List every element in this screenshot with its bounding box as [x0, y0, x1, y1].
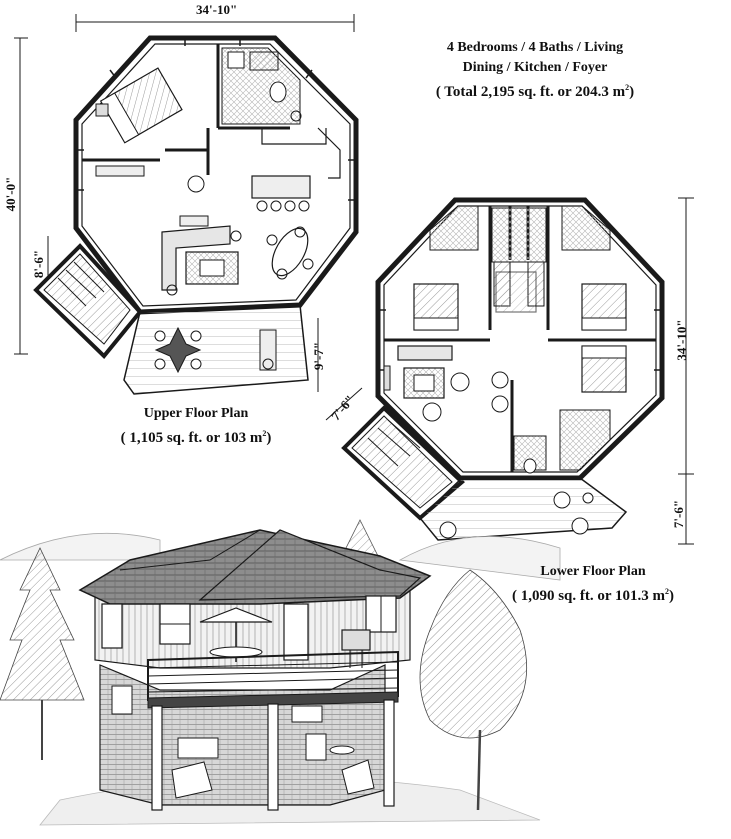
plan-summary: 4 Bedrooms / 4 Baths / Living Dining / K… — [395, 38, 675, 102]
house-rendering — [0, 519, 561, 826]
upper-plan-title-text: Upper Floor Plan — [143, 406, 249, 421]
upper-height-dimension: 40'-0" — [3, 176, 18, 212]
lower-plan-area: ( 1,090 sq. ft. or 101.3 m2) — [511, 587, 675, 604]
upper-plan-area: ( 1,105 sq. ft. or 103 m2) — [120, 429, 272, 446]
lower-plan-title-text: Lower Floor Plan — [540, 564, 646, 579]
lower-height-dimension: 34'-10" — [674, 319, 689, 361]
summary-line-rooms: 4 Bedrooms / 4 Baths / Living — [446, 40, 624, 55]
upper-floor-plan — [14, 14, 359, 395]
upper-stair-dimension: 8'-6" — [31, 249, 46, 279]
upper-plan-title: Upper Floor Plan ( 1,105 sq. ft. or 103 … — [96, 404, 296, 448]
lower-floor-plan — [325, 197, 694, 545]
lower-plan-title: Lower Floor Plan ( 1,090 sq. ft. or 101.… — [498, 562, 688, 606]
upper-deck-dimension: 9'-7" — [311, 341, 326, 371]
summary-line-rooms-2: Dining / Kitchen / Foyer — [462, 60, 608, 75]
lower-patio-dimension: 7'-6" — [671, 499, 686, 529]
upper-width-dimension: 34'-10" — [196, 2, 238, 17]
summary-total-area: ( Total 2,195 sq. ft. or 204.3 m2) — [435, 83, 635, 100]
